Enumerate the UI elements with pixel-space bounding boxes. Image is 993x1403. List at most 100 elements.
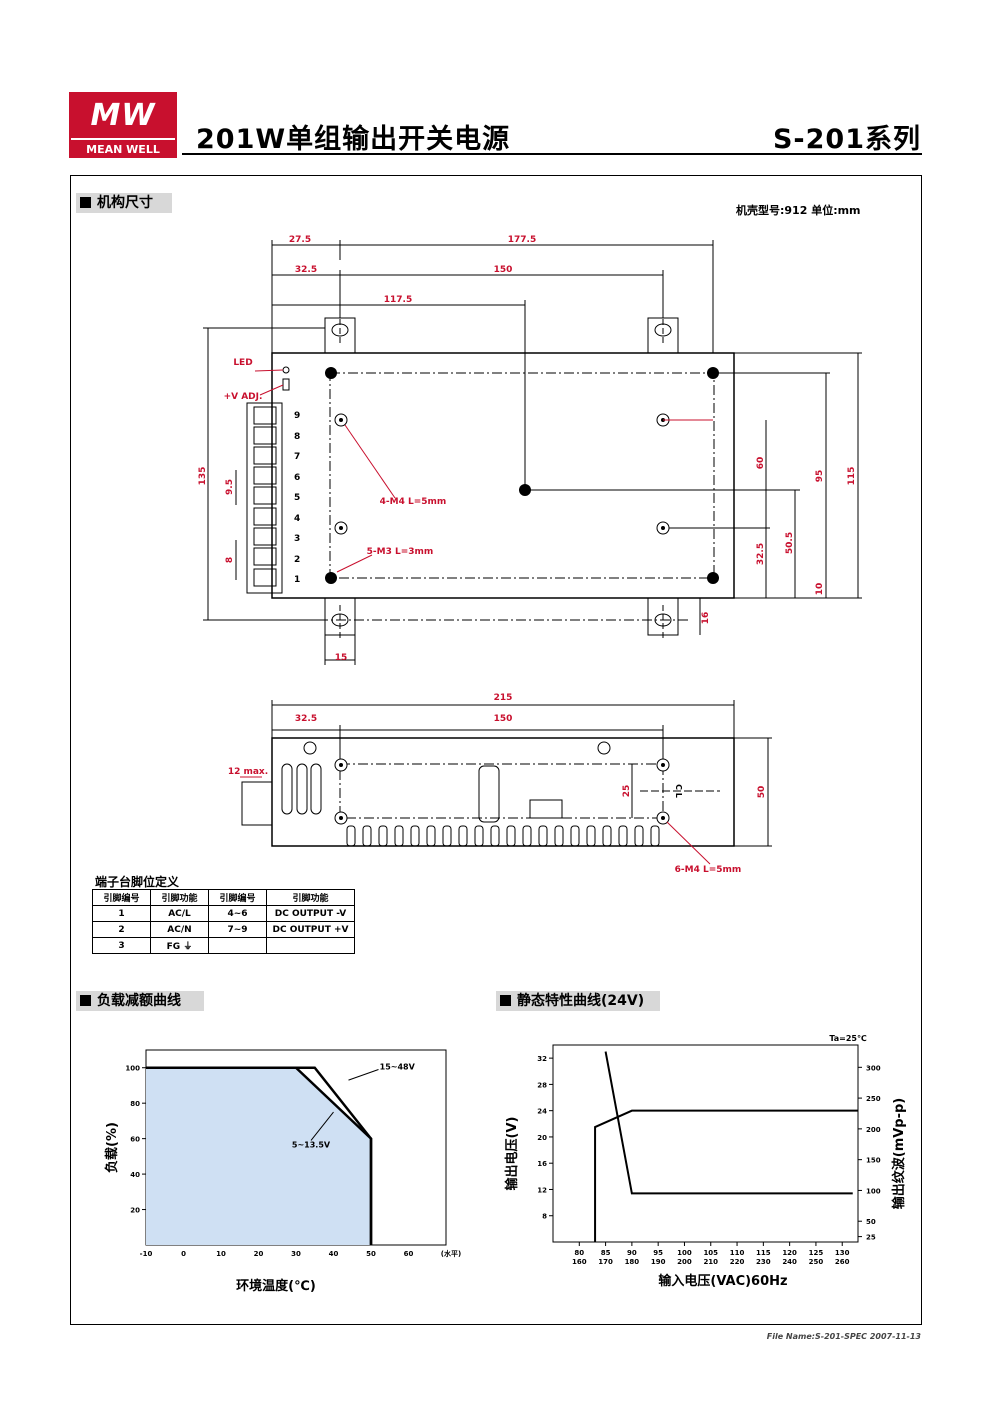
logo-mark: MW xyxy=(90,98,156,133)
title-rule xyxy=(182,153,922,155)
pin-label-2: 2 xyxy=(294,555,300,565)
x-tick-label: 105 xyxy=(703,1249,718,1257)
series-label: 15~48V xyxy=(380,1063,416,1072)
pin-label-9: 9 xyxy=(294,411,300,421)
x-tick-label: 125 xyxy=(809,1249,824,1257)
table-cell: AC/L xyxy=(150,905,209,922)
label-m3: 5-M3 L=3mm xyxy=(367,547,434,557)
y-right-tick-label: 200 xyxy=(866,1126,881,1134)
dim-60: 60 xyxy=(756,457,766,470)
table-row: 3 FG ⏚ xyxy=(92,937,355,954)
side-terminal-profile xyxy=(241,781,273,826)
section-static: 静态特性曲线(24V) xyxy=(496,991,660,1011)
label-vadj: +V ADJ. xyxy=(224,392,263,402)
pin-table-title: 端子台脚位定义 xyxy=(95,875,180,889)
y-left-tick-label: 32 xyxy=(537,1055,547,1063)
dim-32-5-right: 32.5 xyxy=(756,543,766,565)
mechanical-drawing: 27.5 177.5 32.5 1 50 117.5 135 9.5 8 60 9… xyxy=(198,235,862,875)
table-cell: AC/N xyxy=(150,921,209,938)
dim-27-5: 27.5 xyxy=(289,235,311,245)
table-cell: 3 xyxy=(92,937,151,954)
section-mechanical-label: 机构尺寸 xyxy=(97,195,153,211)
y-left-tick-label: 12 xyxy=(537,1186,547,1194)
section-bullet-icon xyxy=(80,995,91,1006)
side-dim-32-5: 32.5 xyxy=(295,714,317,724)
x-tick-label: 50 xyxy=(366,1250,376,1258)
pin-label-4: 4 xyxy=(294,514,300,524)
x-tick-label: 0 xyxy=(181,1250,186,1258)
dim-50-5: 50.5 xyxy=(785,532,795,554)
section-bullet-icon xyxy=(80,197,91,208)
table-cell: 4~6 xyxy=(208,905,267,922)
x-tick-label: 120 xyxy=(782,1249,797,1257)
dim-9-5: 9.5 xyxy=(225,479,235,495)
table-cell: 2 xyxy=(92,921,151,938)
x-tick-label: 85 xyxy=(601,1249,611,1257)
y-left-tick-label: 28 xyxy=(537,1081,547,1089)
dim-16: 16 xyxy=(701,612,711,625)
dim-117-5: 117.5 xyxy=(384,295,412,305)
series-line xyxy=(604,1051,853,1195)
pin-col-header: 引脚编号 xyxy=(92,889,151,906)
y-left-tick-label: 8 xyxy=(542,1213,547,1221)
dim-177-5: 177.5 xyxy=(508,235,536,245)
y-right-tick-label: 150 xyxy=(866,1157,881,1165)
table-cell: 1 xyxy=(92,905,151,922)
section-derating-label: 负载减额曲线 xyxy=(97,993,181,1009)
series-label-leader xyxy=(348,1069,379,1081)
series-label-leader xyxy=(310,1111,334,1141)
y-tick-label: 20 xyxy=(130,1207,140,1215)
x-tick-label-2x: 170 xyxy=(598,1258,613,1266)
plot-frame xyxy=(552,1044,859,1243)
y-right-tick-label: 25 xyxy=(866,1234,876,1242)
dim-135: 135 xyxy=(198,467,208,486)
top-view-body xyxy=(271,352,735,599)
static-chart: 8121620242832255010015020025030080160851… xyxy=(504,1034,907,1289)
side-dim-50: 50 xyxy=(757,786,767,799)
series-title: S-201系列 xyxy=(772,124,921,155)
series-line xyxy=(594,1109,858,1242)
x-tick-label: 115 xyxy=(756,1249,771,1257)
label-m4-top: 4-M4 L=5mm xyxy=(380,497,447,507)
y-right-tick-label: 50 xyxy=(866,1218,876,1226)
file-name: File Name:S-201-SPEC 2007-11-13 xyxy=(766,1332,921,1341)
series-line xyxy=(146,1066,373,1245)
section-mechanical: 机构尺寸 xyxy=(76,193,172,213)
label-led: LED xyxy=(233,358,252,368)
logo-mark-bg xyxy=(71,94,175,138)
pin-label-3: 3 xyxy=(294,534,300,544)
y-tick-label: 80 xyxy=(130,1100,140,1108)
x-tick-label: 90 xyxy=(627,1249,637,1257)
pin-label-5: 5 xyxy=(294,493,300,503)
corner-note: Ta=25℃ xyxy=(829,1034,867,1043)
table-cell: DC OUTPUT +V xyxy=(266,921,355,938)
x-tick-label: 100 xyxy=(677,1249,692,1257)
y-tick-label: 40 xyxy=(130,1171,140,1179)
pin-col-header: 引脚功能 xyxy=(266,889,355,906)
side-dim-25: 25 xyxy=(622,785,632,798)
y-left-tick-label: 20 xyxy=(537,1134,547,1142)
x-tick-label-2x: 180 xyxy=(625,1258,640,1266)
y-left-tick-label: 24 xyxy=(537,1108,547,1116)
x-tick-label: 30 xyxy=(291,1250,301,1258)
pin-label-6: 6 xyxy=(294,473,300,483)
dim-8: 8 xyxy=(225,557,235,563)
x-tick-label-2x: 200 xyxy=(677,1258,692,1266)
x-tick-label-2x: 230 xyxy=(756,1258,771,1266)
side-view-centerline xyxy=(339,763,664,819)
logo-brand: MEAN WELL xyxy=(71,138,175,158)
pin-label-1: 1 xyxy=(294,575,300,585)
dim-32-5: 32.5 xyxy=(295,265,317,275)
pin-table-header: 引脚编号 引脚功能 引脚编号 引脚功能 xyxy=(92,889,355,906)
x-tick-label-2x: 260 xyxy=(835,1258,850,1266)
y-right-tick-label: 300 xyxy=(866,1064,881,1072)
y-tick-label: 60 xyxy=(130,1136,140,1144)
table-cell: 7~9 xyxy=(208,921,267,938)
document-title: 201W单组输出开关电源 xyxy=(196,124,511,155)
label-c-l: C L xyxy=(674,784,683,798)
pin-table: 引脚编号 引脚功能 引脚编号 引脚功能 1 AC/L 4~6 DC OUTPUT… xyxy=(92,889,355,954)
x-tick-label: -10 xyxy=(140,1250,153,1258)
top-view-centerline xyxy=(329,372,715,579)
table-cell xyxy=(266,937,355,954)
